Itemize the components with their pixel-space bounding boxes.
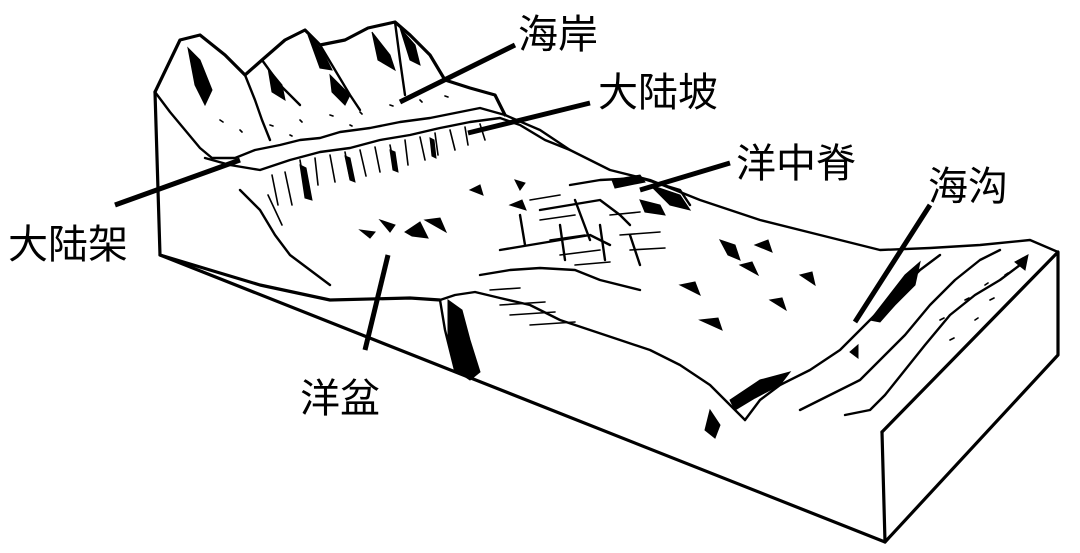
leader-mid-ocean-ridge xyxy=(639,160,731,193)
coastal-mountains xyxy=(153,20,507,160)
basin-blobs xyxy=(358,179,816,331)
block-outline xyxy=(153,90,1060,544)
leader-ocean-basin xyxy=(362,254,391,351)
label-ocean-basin: 洋盆 xyxy=(300,376,380,422)
label-trench: 海沟 xyxy=(928,164,1008,210)
continental-slope-area xyxy=(203,116,572,287)
leader-trench xyxy=(852,203,933,324)
ocean-floor xyxy=(358,113,1060,422)
ridge-dark-marks xyxy=(611,174,692,216)
labels: 海岸 大陆坡 洋中脊 海沟 大陆架 洋盆 xyxy=(8,12,1008,422)
label-continental-shelf: 大陆架 xyxy=(8,222,128,268)
leader-continental-slope xyxy=(467,100,591,136)
label-coast: 海岸 xyxy=(518,12,598,58)
trench-area xyxy=(704,248,1029,439)
leader-lines xyxy=(114,42,933,351)
ridge-gap xyxy=(438,298,481,381)
leader-continental-shelf xyxy=(114,157,241,208)
label-mid-ocean-ridge: 洋中脊 xyxy=(736,141,856,187)
label-continental-slope: 大陆坡 xyxy=(598,70,718,116)
leader-coast xyxy=(398,42,517,105)
